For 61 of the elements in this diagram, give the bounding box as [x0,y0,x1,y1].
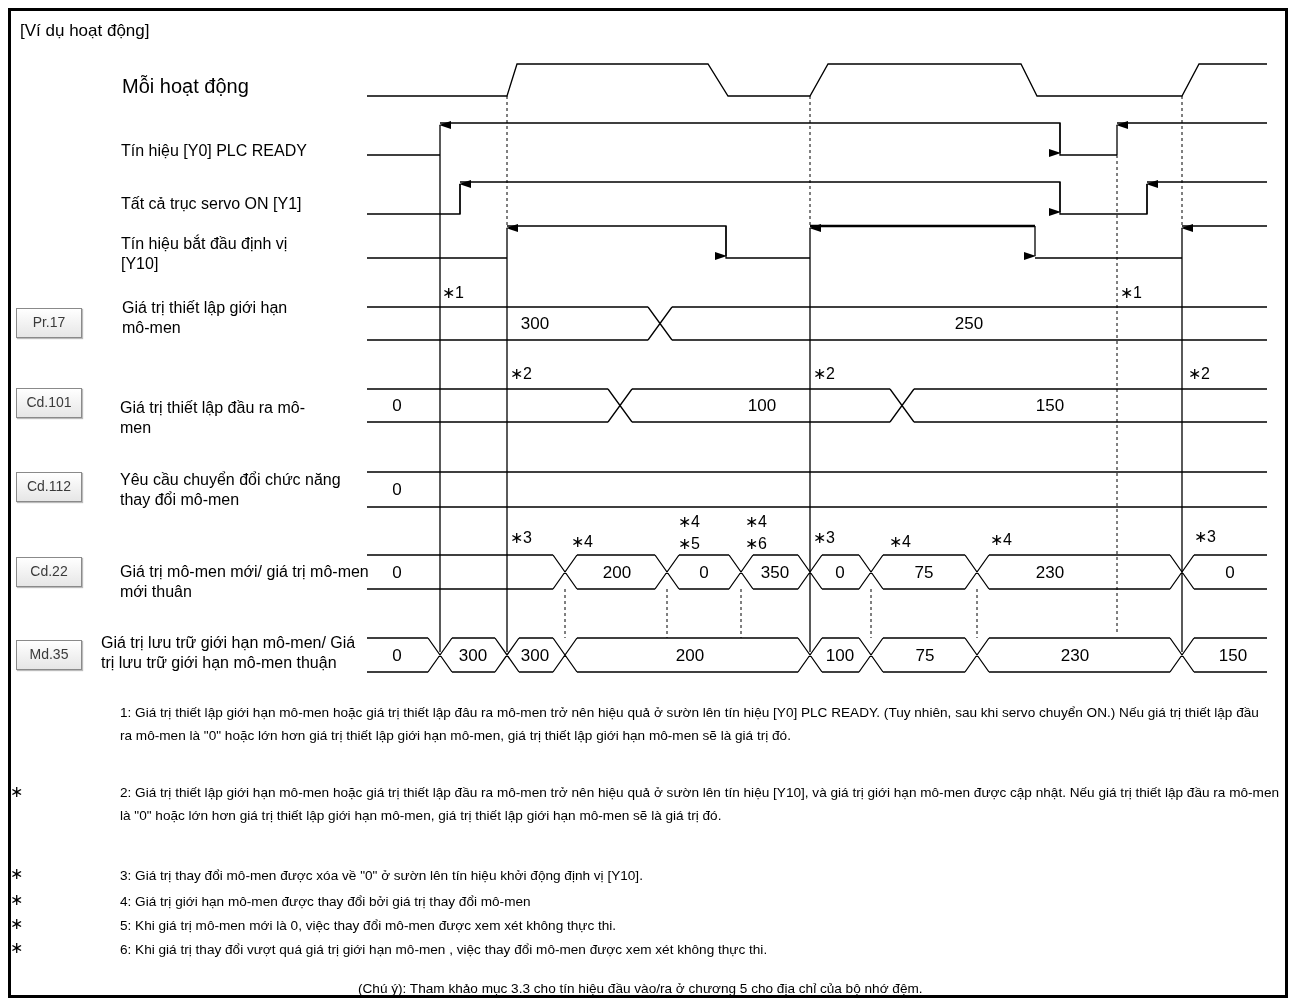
bus-value: 100 [746,395,778,417]
bus-value: 200 [674,645,706,667]
bus-value: 0 [698,562,710,584]
footnote-text: 6: Khi giá trị thay đổi vượt quá giá trị giới hạn mô-men , việc thay đổi mô-men được xem xét không thực thi. [120,941,769,959]
footnote-mark: ∗4 ∗6 [745,512,768,554]
footnote-mark: ∗ [10,782,24,802]
signal-name: Giá trị mô-men mới/ giá trị mô-men mới thuân [120,562,370,602]
bus-value: 200 [601,562,633,584]
bus-value: 230 [1034,562,1066,584]
bus-value: 0 [1224,562,1236,584]
footnote-mark: ∗4 [990,530,1013,550]
signal-name: Mỗi hoạt động [122,74,250,99]
footnote-mark: ∗2 [510,364,533,384]
footnote-mark: ∗ [10,890,24,910]
footnote-mark: ∗1 [1120,283,1143,303]
bus-value: 0 [391,562,403,584]
footnote-text: 1: Giá trị thiết lập giới hạn mô-men hoặc giá trị thiết lập đâu ra mô-men trở nên hiệu quả ở sườn lên tín hiệu [Y0] PLC READY. (Tuy nhiên, sau khi servo chuyển ON.) Nếu giá trị thiết lập đầu ra mô-men là "0" hoặc lớn hơn giá trị thiết lập giới hạn mô-men, giá trị thiết lập giới hạn mô-men sẽ là giá trị đó. [120,704,1260,745]
bus-value: 300 [519,313,551,335]
footnote-mark: ∗ [10,864,24,884]
footnote-mark: ∗4 [571,532,594,552]
footnote-text: 2: Giá trị thiết lập giới hạn mô-men hoặc giá trị thiết lập đầu ra mô-men trở nên hiệu quả ở sườn lên tín hiệu [Y10], và giá trị giới hạn mô-men được cập nhật. Nếu giá trị thiết lập đầu ra mô-men là "0" hoặc lớn hơn giá trị thiết lập giới hạn mô-men, giá trị thiết lập giới hạn mô-men sẽ là giá trị đó. [120,784,1280,825]
footnote-text: 4: Giá trị giới hạn mô-men được thay đổi bởi giá trị thay đổi mô-men [120,893,532,911]
parameter-tag: Cd.22 [16,557,82,587]
footnote-mark: ∗ [10,914,24,934]
bus-value: 300 [457,645,489,667]
diagram-title: [Ví dụ hoạt động] [20,20,151,42]
signal-name: Giá trị lưu trữ giới hạn mô-men/ Giá trị lưu trữ giới hạn mô-men thuận [101,633,357,673]
bus-value: 100 [824,645,856,667]
bus-value: 230 [1059,645,1091,667]
bus-value: 75 [914,645,936,667]
bus-value: 150 [1217,645,1249,667]
bus-value: 350 [759,562,791,584]
bus-value: 150 [1034,395,1066,417]
parameter-tag: Pr.17 [16,308,82,338]
footnote-mark: ∗3 [510,528,533,548]
footnote-text: 5: Khi giá trị mô-men mới là 0, việc thay đổi mô-men được xem xét không thực thi. [120,917,618,935]
signal-name: Tất cả trục servo ON [Y1] [121,194,303,214]
signal-name: Giá trị thiết lập đầu ra mô-men [120,398,306,438]
signal-name: Giá trị thiết lập giới hạn mô-men [122,298,289,338]
footnote-mark: ∗ [10,938,24,958]
footnote-mark: ∗4 ∗5 [678,512,701,554]
footnote-mark: ∗4 [889,532,912,552]
parameter-tag: Cd.112 [16,472,82,502]
signal-name: Tín hiệu [Y0] PLC READY [121,141,308,161]
bus-value: 0 [391,395,403,417]
parameter-tag: Md.35 [16,640,82,670]
bus-value: 0 [834,562,846,584]
footnote-mark: ∗2 [813,364,836,384]
bus-value: 75 [913,562,935,584]
bus-value: 0 [391,645,403,667]
parameter-tag: Cd.101 [16,388,82,418]
bus-value: 250 [953,313,985,335]
bus-value: 300 [519,645,551,667]
footnote-mark: ∗2 [1188,364,1211,384]
footnote-mark: ∗3 [813,528,836,548]
footnote-text: 3: Giá trị thay đổi mô-men được xóa về "0" ở sườn lên tín hiệu khởi động định vị [Y10]. [120,867,644,885]
signal-name: Tín hiệu bắt đầu định vị [Y10] [121,234,289,274]
bus-value: 0 [391,479,403,501]
footnote-mark: ∗1 [442,283,465,303]
footnote-mark: ∗3 [1194,527,1217,547]
signal-name: Yêu cầu chuyển đổi chức năng thay đổi mô-men [120,470,342,510]
